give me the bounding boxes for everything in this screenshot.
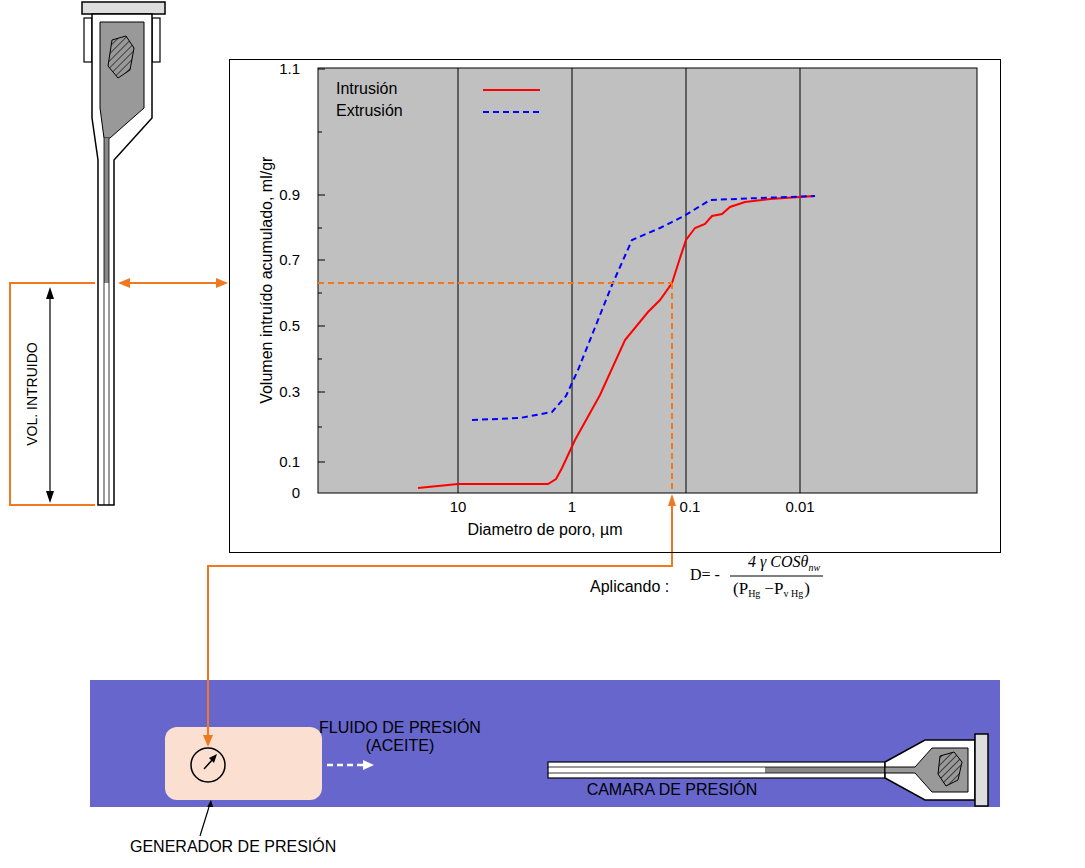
formula-subscript: v Hg (783, 588, 803, 600)
pressure-generator (165, 727, 322, 800)
clamp (84, 18, 92, 62)
arrowhead (363, 760, 374, 770)
grid-line (458, 68, 459, 493)
gauge (191, 748, 225, 782)
capillary-wall (109, 138, 110, 505)
tick-label: 10 (450, 498, 467, 515)
tick-label: 0.9 (279, 186, 300, 203)
sample (938, 752, 962, 786)
tick-label: 0.3 (279, 383, 300, 400)
arrowhead (46, 287, 54, 299)
tick-label: 0.1 (680, 498, 701, 515)
formula-text: ) (804, 579, 810, 599)
penetrometer-body (885, 740, 975, 800)
sample (108, 36, 134, 78)
arrowhead (46, 491, 54, 503)
pressure-chamber: FLUIDO DE PRESIÓN (ACEITE) CAMARA DE PRES… (90, 680, 1000, 807)
chart-plot (230, 60, 1000, 552)
leader-line (200, 807, 209, 836)
sample-cell (885, 748, 968, 792)
flow-arrow (327, 764, 364, 767)
capillary-wall (104, 138, 105, 505)
formula-text: 4 γ COSθ (748, 553, 808, 571)
intrusion-curve (418, 196, 815, 488)
formula-text: (P (733, 579, 748, 599)
extrusion-curve (472, 196, 815, 420)
part-label: GENERADOR DE PRESIÓN (130, 838, 336, 856)
axis-title: Volumen intruído acumulado, ml/gr (259, 156, 277, 403)
formula-text: D= - (690, 566, 720, 584)
legend-sample (483, 111, 540, 113)
chart-frame: Volumen intruído acumulado, ml/grDiametr… (230, 60, 1000, 552)
capillary-wall (548, 767, 885, 768)
grid-line (686, 68, 687, 493)
arrowhead (209, 754, 217, 763)
tick-label: 0.01 (785, 498, 814, 515)
reading-line (671, 283, 673, 493)
formula-subscript: Hg (748, 588, 760, 600)
grid-line (572, 68, 573, 493)
tick-label: 1 (568, 498, 576, 515)
grid-line (800, 68, 801, 493)
penetrometer-stem (548, 762, 885, 778)
penetrometer-body (92, 14, 152, 505)
clamp (152, 18, 160, 62)
axis-ticks (318, 69, 325, 462)
formula-subscript: nw (808, 562, 820, 574)
legend-sample (483, 89, 540, 91)
arrowhead (206, 800, 214, 807)
penetrometer-cap (975, 734, 988, 806)
penetrometer-cap (82, 2, 165, 14)
plot-area (318, 68, 977, 493)
chamber-drawing (90, 680, 1000, 807)
arrowhead (203, 735, 213, 747)
formula-text: Aplicando : (590, 578, 669, 596)
chart-ground (230, 60, 1000, 552)
band-text: FLUIDO DE PRESIÓN (ACEITE) (313, 719, 488, 756)
mercury-column (765, 767, 885, 773)
reading-line (318, 282, 672, 284)
formula-text: −P (764, 579, 783, 599)
legend-text: Intrusión (336, 80, 397, 98)
sample-cell (100, 22, 144, 138)
leader-line (671, 504, 673, 552)
tick-label: 0.5 (279, 317, 300, 334)
capillary-wall (548, 773, 885, 774)
mercury-column (104, 138, 109, 283)
leader-arrow (128, 282, 218, 284)
fraction-bar (730, 575, 823, 576)
arrowhead (668, 494, 676, 506)
leader-line (208, 552, 672, 680)
tick-label: 1.1 (279, 60, 300, 77)
arrowhead (216, 278, 228, 288)
tick-label: 0.1 (279, 453, 300, 470)
arrowhead (118, 278, 130, 288)
axis-title: Diametro de poro, µm (467, 521, 622, 539)
volume-bracket (10, 283, 95, 505)
tick-label: 0.7 (279, 251, 300, 268)
tick-label: 0 (292, 484, 300, 501)
leader-line (207, 680, 209, 736)
band-text: CAMARA DE PRESIÓN (587, 781, 758, 799)
dimension-label: VOL. INTRUIDO (24, 342, 40, 445)
dimension-line (49, 298, 50, 492)
legend-text: Extrusión (336, 102, 403, 120)
